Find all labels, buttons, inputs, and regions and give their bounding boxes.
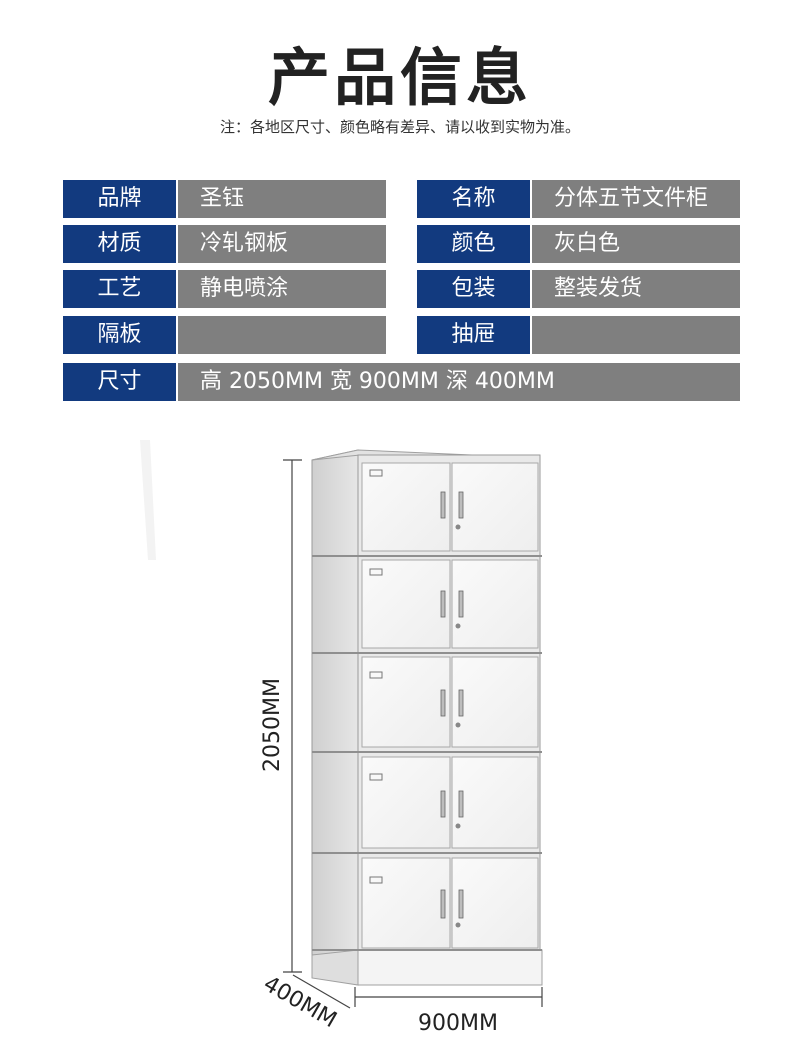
handle-right (458, 689, 464, 717)
spec-shelf: 隔板 (63, 316, 386, 354)
spec-size: 尺寸 高 2050MM 宽 900MM 深 400MM (63, 363, 740, 401)
cabinet-section-2 (312, 559, 542, 654)
door-right (451, 656, 539, 748)
door-right (451, 756, 539, 849)
handle-right (458, 590, 464, 618)
spec-name: 名称 分体五节文件柜 (417, 180, 740, 218)
width-label: 900MM (418, 1011, 498, 1036)
spec-label: 抽屉 (417, 316, 530, 354)
label-slot-icon (369, 568, 383, 576)
cabinet-side-panel (311, 449, 359, 986)
handle-left (440, 889, 446, 919)
door-left (361, 559, 451, 649)
label-slot-icon (369, 773, 383, 781)
cabinet-section-3 (312, 656, 542, 753)
label-slot-icon (369, 876, 383, 884)
cabinet-base (357, 949, 543, 986)
door-right (451, 559, 539, 649)
height-label: 2050MM (260, 678, 285, 772)
door-left (361, 857, 451, 949)
spec-value: 静电喷涂 (178, 270, 386, 308)
spec-drawer: 抽屉 (417, 316, 740, 354)
door-left (361, 656, 451, 748)
height-dimension: 2050MM (260, 459, 302, 973)
cabinet-base-side (311, 949, 359, 986)
handle-right (458, 790, 464, 818)
spec-value: 灰白色 (532, 225, 740, 263)
spec-label: 材质 (63, 225, 176, 263)
spec-label: 工艺 (63, 270, 176, 308)
spec-value (178, 316, 386, 354)
spec-color: 颜色 灰白色 (417, 225, 740, 263)
spec-value: 整装发货 (532, 270, 740, 308)
spec-label: 包装 (417, 270, 530, 308)
lock-icon (455, 623, 461, 629)
door-right (451, 462, 539, 552)
cabinet-section-1 (312, 462, 542, 557)
label-slot-icon (369, 671, 383, 679)
width-dimension: 900MM (354, 987, 543, 1036)
spec-value: 圣钰 (178, 180, 386, 218)
cabinet-section-4 (312, 756, 542, 854)
spec-label: 隔板 (63, 316, 176, 354)
spec-process: 工艺 静电喷涂 (63, 270, 386, 308)
spec-value (532, 316, 740, 354)
handle-left (440, 790, 446, 818)
spec-value: 冷轧钢板 (178, 225, 386, 263)
lock-icon (455, 823, 461, 829)
label-slot-icon (369, 469, 383, 477)
handle-right (458, 889, 464, 919)
lock-icon (455, 922, 461, 928)
door-left (361, 462, 451, 552)
spec-label: 名称 (417, 180, 530, 218)
background-streak (140, 440, 156, 560)
cabinet-section-5 (312, 857, 542, 951)
handle-left (440, 491, 446, 519)
spec-label: 颜色 (417, 225, 530, 263)
spec-brand: 品牌 圣钰 (63, 180, 386, 218)
cabinet-figure: 2050MM 400MM 900MM (140, 440, 543, 1036)
handle-right (458, 491, 464, 519)
spec-label: 尺寸 (63, 363, 176, 401)
lock-icon (455, 524, 461, 530)
spec-label: 品牌 (63, 180, 176, 218)
door-right (451, 857, 539, 949)
spec-value: 分体五节文件柜 (532, 180, 740, 218)
door-left (361, 756, 451, 849)
spec-value: 高 2050MM 宽 900MM 深 400MM (178, 363, 740, 401)
handle-left (440, 590, 446, 618)
lock-icon (455, 722, 461, 728)
spec-material: 材质 冷轧钢板 (63, 225, 386, 263)
disclaimer-note: 注：各地区尺寸、颜色略有差异、请以收到实物为准。 (219, 118, 580, 136)
spec-package: 包装 整装发货 (417, 270, 740, 308)
page-title: 产品信息 (267, 41, 532, 114)
handle-left (440, 689, 446, 717)
